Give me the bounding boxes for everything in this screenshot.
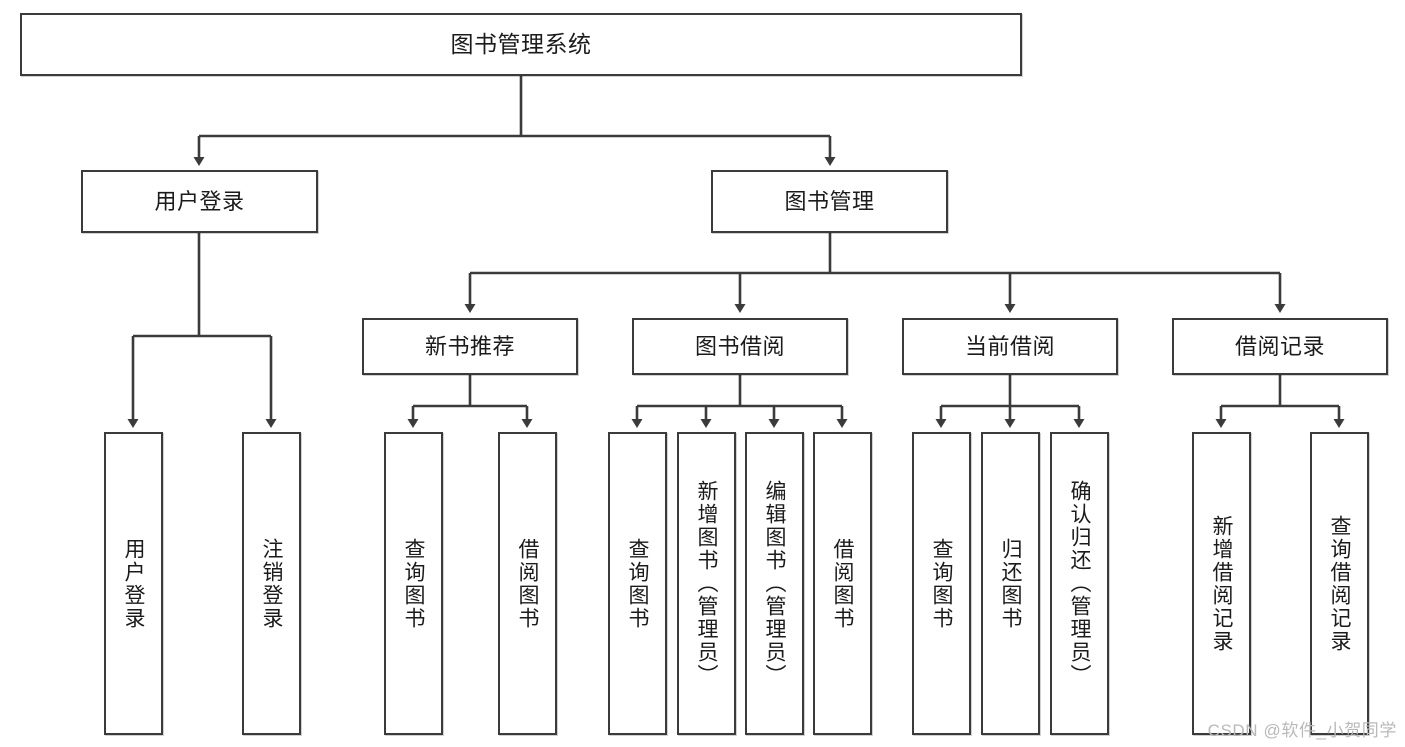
node-new-book-recommendation[interactable]: 新书推荐 [362, 318, 578, 375]
node-label: 新增图书（管理员） [695, 480, 718, 687]
node-root-book-management-system[interactable]: 图书管理系统 [20, 13, 1022, 76]
leaf-query-book-recommendation[interactable]: 查询图书 [384, 432, 443, 735]
node-label: 注销登录 [260, 537, 283, 630]
node-label: 新增借阅记录 [1210, 514, 1233, 653]
leaf-return-book[interactable]: 归还图书 [981, 432, 1040, 735]
node-label: 查询图书 [402, 537, 425, 630]
node-label: 借阅记录 [1234, 333, 1325, 359]
leaf-user-logout[interactable]: 注销登录 [242, 432, 301, 735]
node-label: 新书推荐 [424, 333, 515, 359]
node-label: 当前借阅 [964, 333, 1055, 359]
node-label: 图书管理系统 [450, 31, 592, 58]
leaf-query-borrow-record[interactable]: 查询借阅记录 [1310, 432, 1369, 735]
node-label: 归还图书 [999, 537, 1022, 630]
node-book-borrow[interactable]: 图书借阅 [632, 318, 848, 375]
node-label: 查询借阅记录 [1328, 514, 1351, 653]
leaf-add-book-admin[interactable]: 新增图书（管理员） [677, 432, 736, 735]
leaf-edit-book-admin[interactable]: 编辑图书（管理员） [745, 432, 804, 735]
node-label: 借阅图书 [516, 537, 539, 630]
leaf-query-book-current[interactable]: 查询图书 [912, 432, 971, 735]
node-user-login[interactable]: 用户登录 [81, 170, 318, 233]
leaf-borrow-book-recommendation[interactable]: 借阅图书 [498, 432, 557, 735]
leaf-query-book-borrow[interactable]: 查询图书 [608, 432, 667, 735]
node-label: 借阅图书 [831, 537, 854, 630]
node-label: 用户登录 [154, 188, 245, 214]
node-borrow-record[interactable]: 借阅记录 [1172, 318, 1388, 375]
node-label: 查询图书 [626, 537, 649, 630]
leaf-borrow-book[interactable]: 借阅图书 [813, 432, 872, 735]
node-label: 图书借阅 [694, 333, 785, 359]
node-label: 编辑图书（管理员） [763, 480, 786, 687]
node-label: 确认归还（管理员） [1068, 480, 1091, 687]
node-label: 查询图书 [930, 537, 953, 630]
node-label: 图书管理 [784, 188, 875, 214]
node-book-management[interactable]: 图书管理 [711, 170, 948, 233]
node-current-borrow[interactable]: 当前借阅 [902, 318, 1118, 375]
leaf-add-borrow-record[interactable]: 新增借阅记录 [1192, 432, 1251, 735]
leaf-user-login[interactable]: 用户登录 [104, 432, 163, 735]
leaf-confirm-return-admin[interactable]: 确认归还（管理员） [1050, 432, 1109, 735]
node-label: 用户登录 [122, 537, 145, 630]
watermark-text: CSDN @软件_小贺同学 [1207, 721, 1397, 740]
